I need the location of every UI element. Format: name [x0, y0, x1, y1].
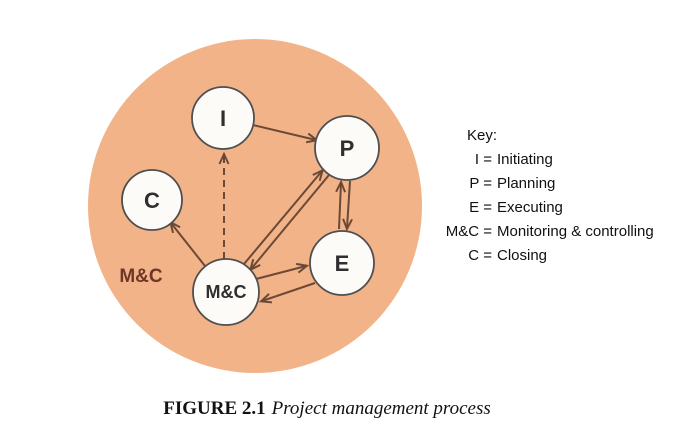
legend-def-i: Initiating [497, 151, 553, 168]
arrow-mc-to-e [255, 262, 310, 280]
node-planning-label: P [340, 136, 355, 161]
legend-title: Key: [467, 127, 498, 144]
arrow-mc-to-p [243, 168, 325, 265]
legend-term-e: E = [469, 199, 492, 216]
legend-def-mc: Monitoring & controlling [497, 223, 654, 240]
legend-term-p: P = [469, 175, 492, 192]
legend-def-e: Executing [497, 199, 563, 216]
arrow-e-to-p [335, 179, 347, 230]
node-executing-label: E [335, 251, 350, 276]
legend: Key: I = Initiating P = Planning E = Exe… [440, 124, 654, 268]
node-closing-label: C [144, 188, 160, 213]
legend-term-mc: M&C = [445, 223, 492, 240]
node-initiating-label: I [220, 106, 226, 131]
arrow-i-to-p [252, 124, 320, 144]
node-closing [121, 169, 183, 231]
arrow-p-to-mc [248, 174, 330, 272]
figure-caption-title: Project management process [271, 398, 491, 419]
legend-term-c: C = [468, 247, 492, 264]
legend-term-i: I = [474, 151, 492, 168]
arrow-mc-to-c [168, 220, 206, 267]
arrow-p-to-e [342, 180, 353, 232]
node-monitoring-controlling-label: M&C [206, 282, 247, 302]
legend-def-p: Planning [497, 175, 556, 192]
node-planning [314, 115, 380, 181]
node-initiating [191, 86, 255, 150]
arrow-e-to-mc [258, 282, 316, 304]
region-label-mc: M&C [119, 266, 163, 287]
node-monitoring-controlling [192, 258, 260, 326]
figure-caption-number: FIGURE 2.1 [163, 398, 266, 419]
node-executing [309, 230, 375, 296]
legend-def-c: Closing [497, 247, 548, 264]
